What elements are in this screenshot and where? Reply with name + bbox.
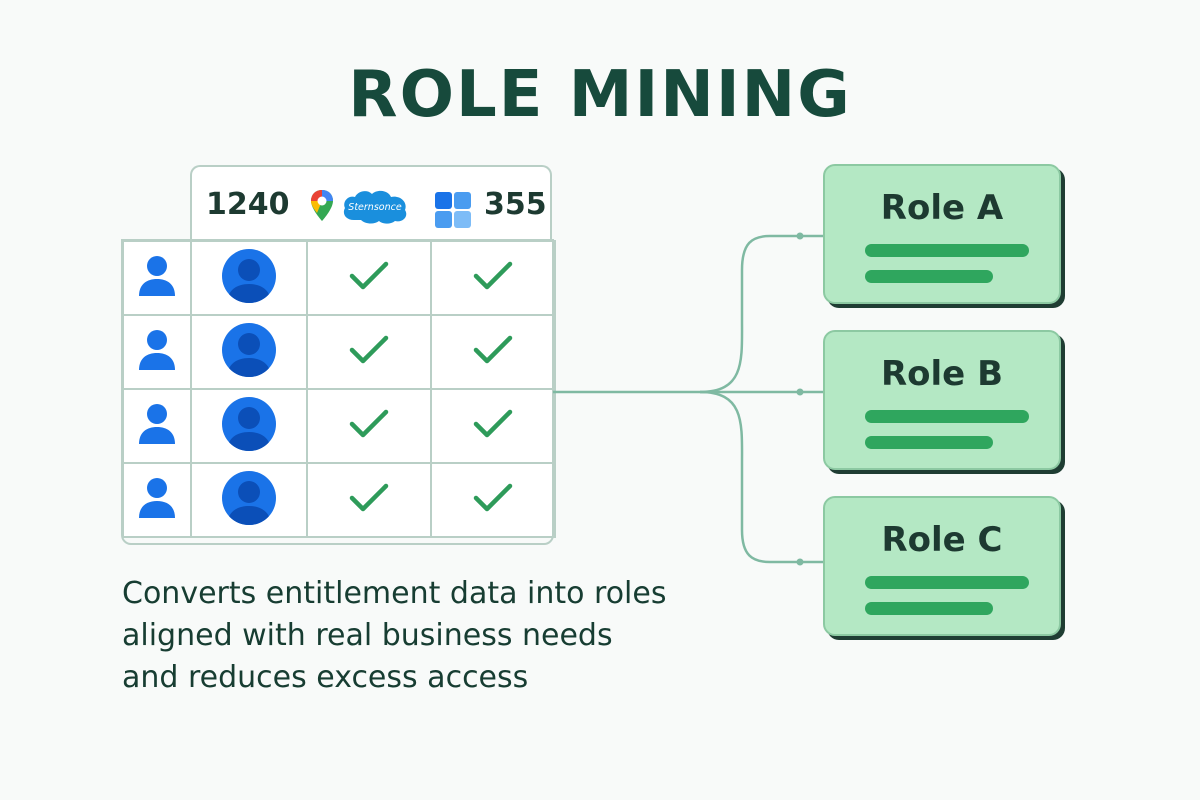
matrix-row <box>122 314 556 390</box>
connector-dot-b <box>796 388 804 396</box>
entitlement-cell <box>306 388 432 464</box>
check-icon <box>349 261 389 290</box>
user-count: 1240 <box>206 187 290 222</box>
matrix-header: 1240 Sternsonce 355 <box>190 165 552 241</box>
user-cell <box>122 388 192 464</box>
role-c-bar-1 <box>865 576 1029 589</box>
check-icon <box>349 483 389 512</box>
entitlement-count: 355 <box>484 187 547 222</box>
user-icon <box>139 256 175 296</box>
entitlement-cell <box>430 462 556 538</box>
entitlement-cell <box>430 388 556 464</box>
matrix-row <box>122 388 556 464</box>
check-icon <box>473 483 513 512</box>
entitlement-cell <box>430 240 556 316</box>
avatar-cell <box>190 462 308 538</box>
user-cell <box>122 314 192 390</box>
user-icon <box>139 478 175 518</box>
entitlement-cell <box>430 314 556 390</box>
connector-role-c <box>699 390 823 564</box>
role-c-label: Role C <box>881 520 1003 560</box>
caption-line-2: aligned with real business needs <box>122 618 613 653</box>
avatar <box>222 323 276 377</box>
caption-line-1: Converts entitlement data into roles <box>122 576 667 611</box>
salesforce-cloud-label: Sternsonce <box>348 202 402 213</box>
avatar-cell <box>190 240 308 316</box>
entitlement-matrix <box>122 240 556 538</box>
role-c-bar-2 <box>865 602 993 615</box>
role-card-a[interactable]: Role A <box>823 164 1061 304</box>
page-title: ROLE MINING <box>348 58 852 132</box>
check-icon <box>473 409 513 438</box>
entitlement-cell <box>306 240 432 316</box>
role-a-bar-2 <box>865 270 993 283</box>
location-pin-icon <box>311 190 333 221</box>
user-cell <box>122 240 192 316</box>
matrix-row <box>122 240 556 316</box>
entitlement-cell <box>306 462 432 538</box>
connector-role-a <box>699 234 823 394</box>
avatar-cell <box>190 388 308 464</box>
check-icon <box>473 261 513 290</box>
entitlement-cell <box>306 314 432 390</box>
avatar <box>222 397 276 451</box>
caption: Converts entitlement data into roles ali… <box>122 573 802 699</box>
role-b-bar-1 <box>865 410 1029 423</box>
role-card-b[interactable]: Role B <box>823 330 1061 470</box>
connector-dot-c <box>796 558 804 566</box>
avatar <box>222 249 276 303</box>
role-b-bar-2 <box>865 436 993 449</box>
user-icon <box>139 404 175 444</box>
windows-grid-icon <box>435 192 471 228</box>
check-icon <box>349 409 389 438</box>
role-a-bar-1 <box>865 244 1029 257</box>
connector-dot-a <box>796 232 804 240</box>
role-a-label: Role A <box>880 188 1004 228</box>
user-cell <box>122 462 192 538</box>
role-card-c[interactable]: Role C <box>823 496 1061 636</box>
role-b-label: Role B <box>880 354 1003 394</box>
user-icon <box>139 330 175 370</box>
caption-line-3: and reduces excess access <box>122 660 529 695</box>
salesforce-cloud-icon: Sternsonce <box>343 190 407 224</box>
avatar <box>222 471 276 525</box>
avatar-cell <box>190 314 308 390</box>
check-icon <box>349 335 389 364</box>
check-icon <box>473 335 513 364</box>
matrix-row <box>122 462 556 538</box>
